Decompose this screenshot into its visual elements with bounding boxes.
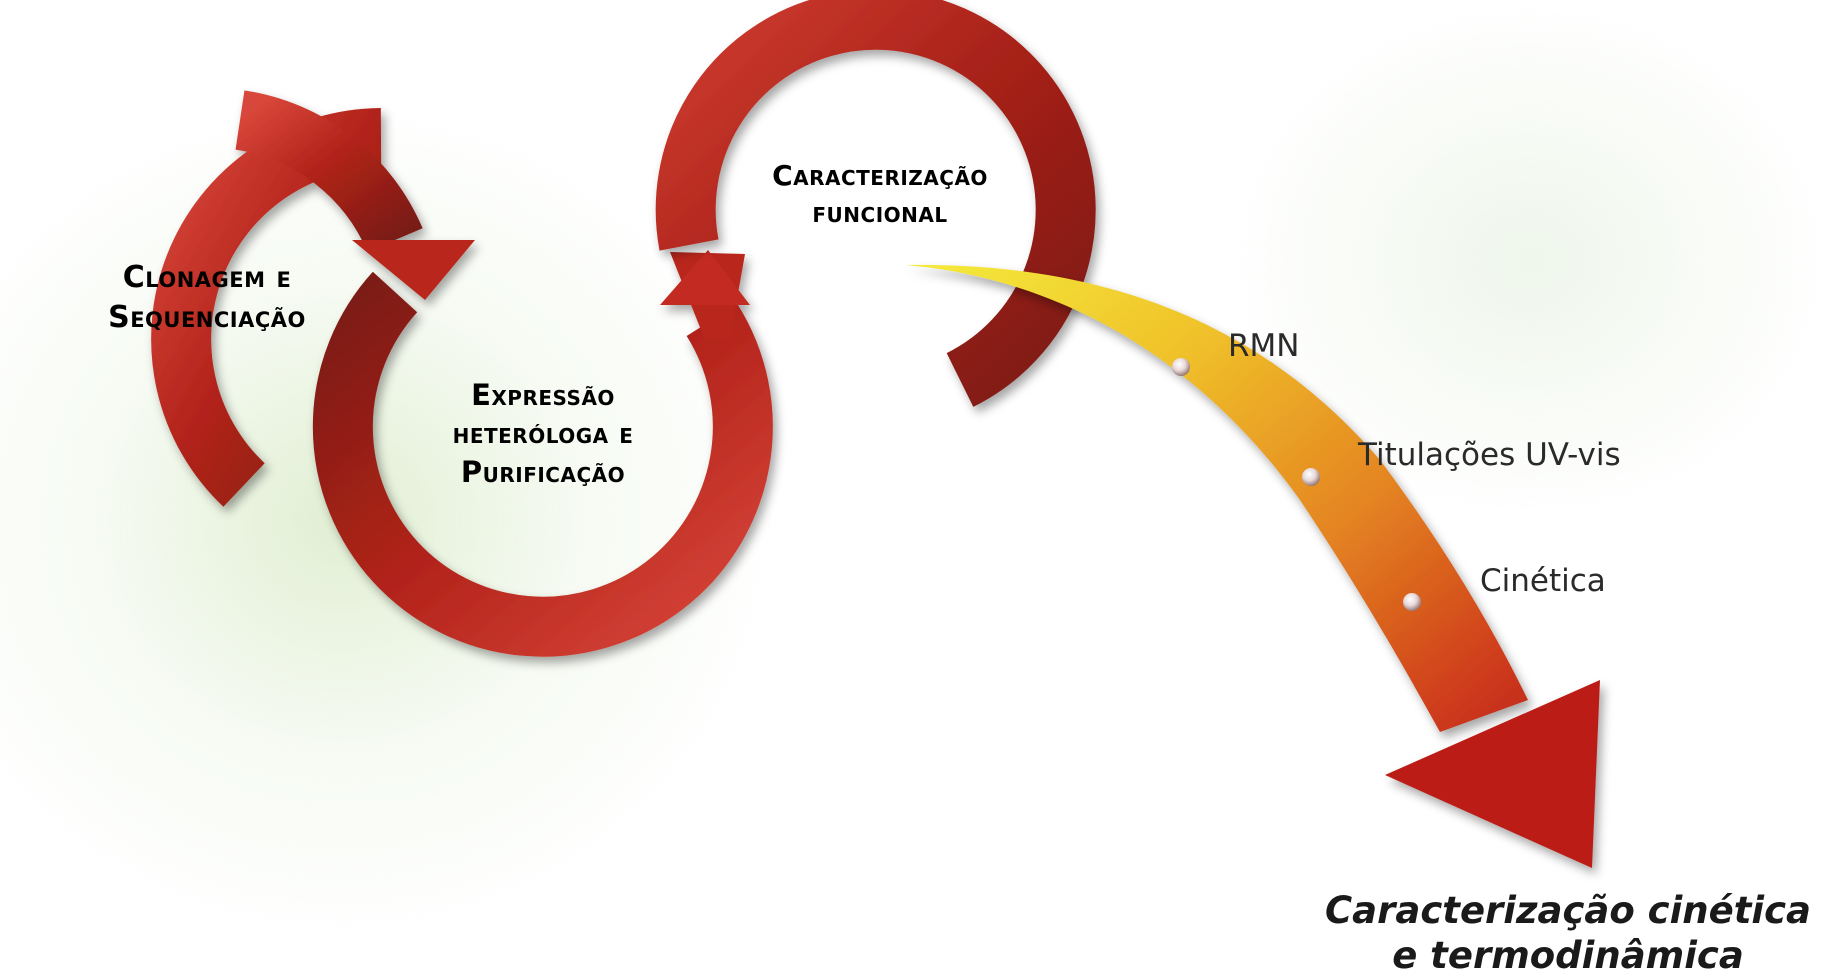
result-label: Caracterização cinética e termodinâmica [1318,888,1818,978]
expression-label: Expressão heteróloga e Purificação [398,376,688,491]
marker-kinetics-dot [1403,593,1421,611]
cloning-label: Clonagem e Sequenciação [62,258,352,337]
expression-label-line3: Purificação [460,454,626,489]
marker-rmn-dot [1172,358,1190,376]
result-label-line1: Caracterização cinética [1324,889,1811,932]
flow-arrowhead [1385,680,1600,868]
cloning-cycle-arrow [151,90,475,507]
result-flow-arrow [905,264,1600,868]
cloning-arrowhead [352,240,475,300]
technique-kinetics: Cinética [1480,563,1606,599]
cloning-label-line1: Clonagem e [122,260,292,295]
expression-arrowhead-tip [660,250,750,305]
marker-uvvis-dot [1302,468,1320,486]
expression-label-line1: Expressão [471,378,615,412]
characterization-label-line2: funcional [812,195,948,229]
expression-arc [312,271,773,657]
expression-label-line2: heteróloga e [452,416,634,451]
cloning-label-line2: Sequenciação [108,299,306,335]
technique-rmn: RMN [1228,328,1300,364]
flow-arrow-body [905,264,1528,732]
technique-uvvis: Titulações UV-vis [1358,437,1621,473]
cloning-arc-top [234,90,423,253]
expression-cycle-arrow [312,250,773,657]
result-label-line2: e termodinâmica [1392,934,1744,978]
characterization-label: Caracterização funcional [720,158,1040,232]
characterization-label-line1: Caracterização [772,159,988,192]
